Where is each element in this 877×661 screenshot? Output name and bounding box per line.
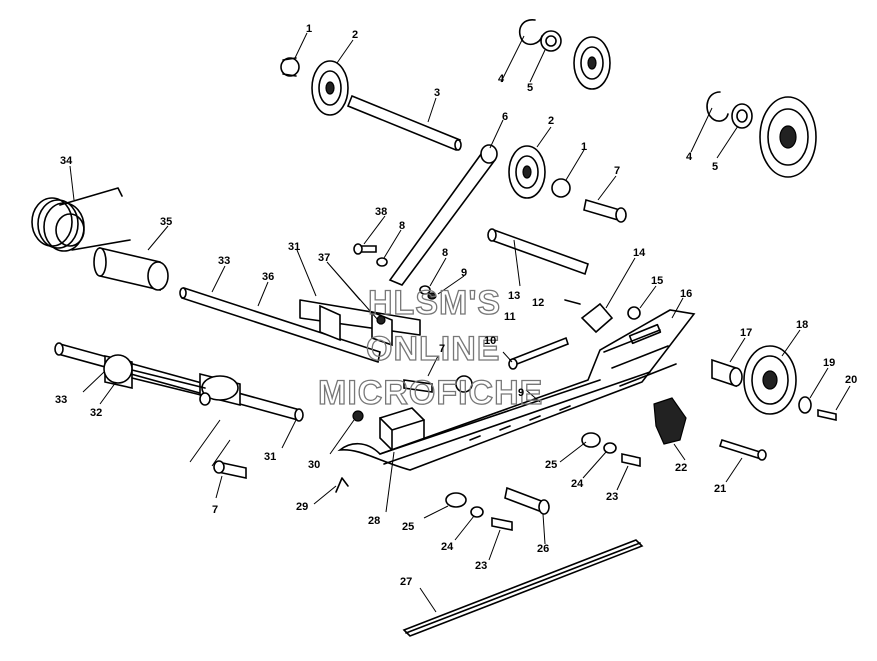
callout-1b: 1 [581, 141, 587, 153]
callout-3: 3 [434, 87, 440, 99]
callout-28: 28 [368, 515, 380, 527]
callout-14: 14 [633, 247, 646, 259]
callout-33b: 33 [55, 394, 67, 406]
callout-9: 9 [461, 267, 467, 279]
link-arm-assembly [388, 144, 627, 286]
callout-33: 33 [218, 255, 230, 267]
watermark-line-2: ONLINE [366, 330, 500, 368]
callout-18: 18 [796, 319, 808, 331]
callout-30: 30 [308, 459, 320, 471]
callout-5b: 5 [712, 161, 718, 173]
callout-7: 7 [614, 165, 620, 177]
callout-26: 26 [537, 543, 549, 555]
callout-17: 17 [740, 327, 752, 339]
callout-25b: 25 [402, 521, 414, 533]
callout-7b: 7 [439, 343, 445, 355]
watermark: HLSM'S ONLINE MICROFICHE [317, 283, 543, 412]
callout-36: 36 [262, 271, 274, 283]
callout-15: 15 [651, 275, 663, 287]
callout-34: 34 [60, 155, 73, 167]
callout-12: 12 [532, 297, 544, 309]
callout-23: 23 [606, 491, 618, 503]
callout-13: 13 [508, 290, 520, 302]
cross-shaft-assembly [54, 286, 421, 422]
callout-8b: 8 [442, 247, 448, 259]
callout-27: 27 [400, 576, 412, 588]
callout-6: 6 [502, 111, 508, 123]
callout-10: 10 [484, 335, 496, 347]
callout-2b: 2 [548, 115, 554, 127]
callout-24: 24 [571, 478, 584, 490]
callout-16: 16 [680, 288, 692, 300]
callout-4b: 4 [686, 151, 693, 163]
callout-2: 2 [352, 29, 358, 41]
callout-7c: 7 [212, 504, 218, 516]
callout-29: 29 [296, 501, 308, 513]
callout-37: 37 [318, 252, 330, 264]
leader-lines [69, 32, 851, 613]
callout-22: 22 [675, 462, 687, 474]
spring-assembly [31, 187, 169, 292]
wear-strip-27 [402, 539, 644, 637]
callout-21: 21 [714, 483, 726, 495]
callout-labels: 1 2 3 4 5 4 5 6 2 1 7 34 38 8 35 31 37 3… [55, 23, 857, 588]
callout-4: 4 [498, 73, 505, 85]
callout-23b: 23 [475, 560, 487, 572]
callout-24b: 24 [441, 541, 454, 553]
callout-32: 32 [90, 407, 102, 419]
callout-35: 35 [160, 216, 172, 228]
callout-19: 19 [823, 357, 835, 369]
callout-9b: 9 [518, 387, 524, 399]
callout-20: 20 [845, 374, 857, 386]
callout-11: 11 [504, 311, 516, 323]
callout-25: 25 [545, 459, 557, 471]
small-hardware [213, 228, 837, 531]
watermark-line-3: MICROFICHE [318, 374, 543, 412]
callout-31b: 31 [264, 451, 276, 463]
callout-5: 5 [527, 82, 533, 94]
slide-rail-16 [337, 309, 696, 471]
callout-38: 38 [375, 206, 387, 218]
callout-31: 31 [288, 241, 300, 253]
callout-1: 1 [306, 23, 312, 35]
watermark-line-1: HLSM'S [368, 284, 501, 322]
callout-8: 8 [399, 220, 405, 232]
top-idler-assembly [280, 19, 817, 178]
